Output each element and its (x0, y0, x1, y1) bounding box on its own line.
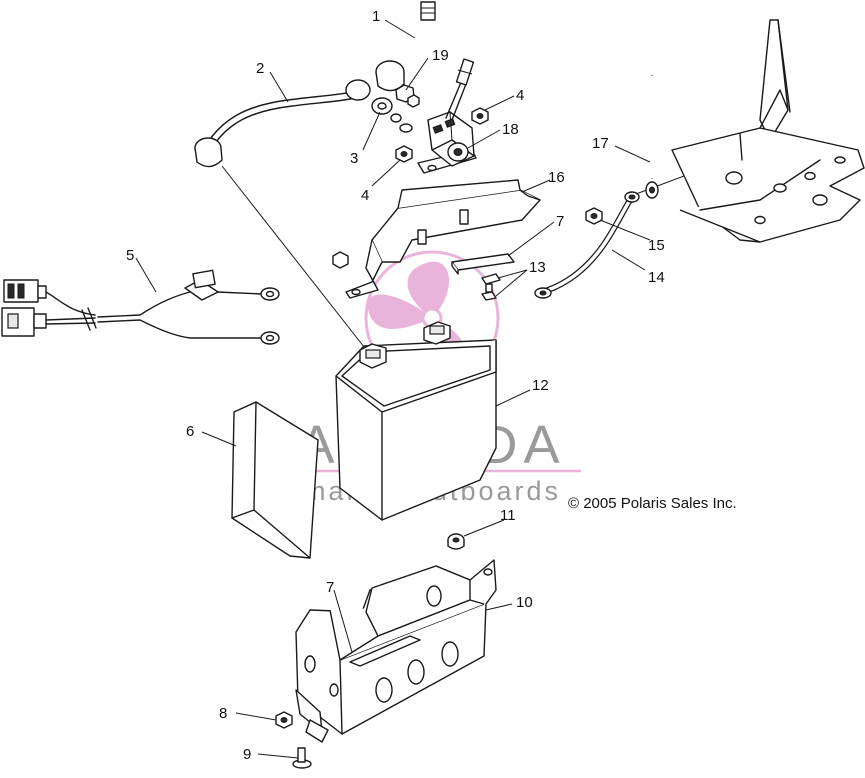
part-nut-8 (275, 711, 293, 729)
callout-16: 16 (548, 169, 565, 186)
part-pad-7-upper (451, 253, 515, 275)
callout-8: 8 (219, 705, 227, 722)
callout-2: 2 (256, 60, 264, 77)
callout-1: 1 (372, 8, 380, 25)
part-ground-rod-17 (645, 75, 659, 199)
callout-3: 3 (350, 150, 358, 167)
part-pad-6 (231, 401, 319, 559)
part-solenoid-18 (417, 58, 477, 174)
callout-11: 11 (500, 507, 516, 524)
leader-lines (135, 19, 651, 759)
callout-4-lower: 4 (361, 187, 369, 204)
part-cable-upper (375, 1, 436, 92)
part-nut-4-lower (395, 145, 413, 163)
part-nut-15 (585, 207, 603, 225)
callout-15: 15 (648, 237, 665, 254)
callout-13: 13 (529, 259, 546, 276)
callout-19: 19 (432, 47, 449, 64)
part-nut-19 (395, 84, 420, 108)
callout-10: 10 (516, 594, 533, 611)
callout-18: 18 (502, 121, 519, 138)
part-bolt-11 (447, 533, 465, 550)
callout-14: 14 (648, 269, 665, 286)
callout-6: 6 (186, 423, 194, 440)
part-battery-12 (335, 321, 497, 521)
callout-7-lower: 7 (326, 579, 334, 596)
callout-12: 12 (532, 377, 549, 394)
copyright-notice: © 2005 Polaris Sales Inc. (568, 495, 737, 512)
callout-5: 5 (126, 247, 134, 264)
callout-4-upper: 4 (516, 87, 524, 104)
callout-7-upper: 7 (556, 213, 564, 230)
part-bolt-9 (292, 747, 312, 769)
part-cable-main (194, 79, 371, 353)
callout-17: 17 (592, 135, 609, 152)
callout-9: 9 (243, 746, 251, 763)
part-nut-4-upper (471, 107, 489, 125)
part-nut-bracket (332, 251, 349, 269)
part-harness-5 (1, 269, 280, 345)
part-pad-7-lower (349, 635, 421, 667)
part-frame (671, 19, 865, 243)
part-bracket-16 (345, 179, 541, 299)
callouts: 1 2 3 4 4 5 6 7 7 8 9 10 11 12 13 14 15 … (126, 8, 665, 763)
part-washer-3 (371, 97, 413, 133)
part-bolt-13 (481, 273, 501, 301)
part-ground-cable-14 (534, 139, 781, 299)
